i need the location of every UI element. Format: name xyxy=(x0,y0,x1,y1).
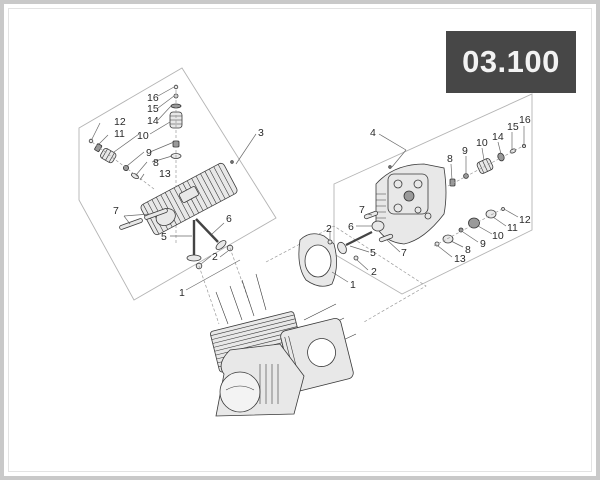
left-angled-spring-stack xyxy=(88,138,155,190)
right-label-14: 14 xyxy=(492,131,504,143)
right-label-13: 13 xyxy=(454,253,466,265)
right-label-7b: 7 xyxy=(401,247,407,259)
right-label-1: 1 xyxy=(350,279,356,291)
left-label-14: 14 xyxy=(147,115,159,127)
right-label-12: 12 xyxy=(519,214,531,226)
head-gasket xyxy=(298,233,359,287)
right-label-10b: 10 xyxy=(492,230,504,242)
right-label-5: 5 xyxy=(370,247,376,259)
right-label-8: 8 xyxy=(447,153,453,165)
left-label-13: 13 xyxy=(159,168,171,180)
left-cylinder-head xyxy=(140,162,238,236)
left-label-2: 2 xyxy=(212,251,218,263)
engine-block xyxy=(210,273,357,417)
right-label-8b: 8 xyxy=(465,244,471,256)
exploded-parts-diagram: 16 15 14 12 11 10 9 8 13 3 7 6 5 2 1 4 8… xyxy=(78,67,533,417)
right-label-7a: 7 xyxy=(359,204,365,216)
left-label-9: 9 xyxy=(146,147,152,159)
left-label-5: 5 xyxy=(161,231,167,243)
right-label-4: 4 xyxy=(370,127,376,139)
right-label-10: 10 xyxy=(476,137,488,149)
left-label-8: 8 xyxy=(153,157,159,169)
right-cylinder-head xyxy=(375,163,447,245)
right-label-6: 6 xyxy=(348,221,354,233)
left-label-6: 6 xyxy=(226,213,232,225)
left-label-10: 10 xyxy=(137,130,149,142)
right-label-2a: 2 xyxy=(326,223,332,235)
right-label-16: 16 xyxy=(519,114,531,126)
right-label-9: 9 xyxy=(462,145,468,157)
left-label-16: 16 xyxy=(147,92,159,104)
right-group-outline xyxy=(333,93,533,295)
left-valve-spring-stack xyxy=(169,84,183,244)
right-label-11: 11 xyxy=(507,222,518,234)
right-top-spring-stack xyxy=(447,143,527,187)
right-label-15: 15 xyxy=(507,121,519,133)
section-code-badge: 03.100 xyxy=(446,31,576,93)
left-leader-lines xyxy=(91,86,257,291)
left-label-15: 15 xyxy=(147,103,159,115)
left-group-outline xyxy=(78,67,277,301)
left-label-1: 1 xyxy=(179,287,185,299)
left-label-12: 12 xyxy=(114,116,126,128)
left-label-7: 7 xyxy=(113,205,119,217)
left-valves xyxy=(186,218,227,262)
left-label-3: 3 xyxy=(258,127,264,139)
left-label-11: 11 xyxy=(114,128,125,140)
right-label-9b: 9 xyxy=(480,238,486,250)
right-leader-lines xyxy=(329,126,525,283)
right-label-2b: 2 xyxy=(371,266,377,278)
left-dowel-pins xyxy=(119,208,168,230)
